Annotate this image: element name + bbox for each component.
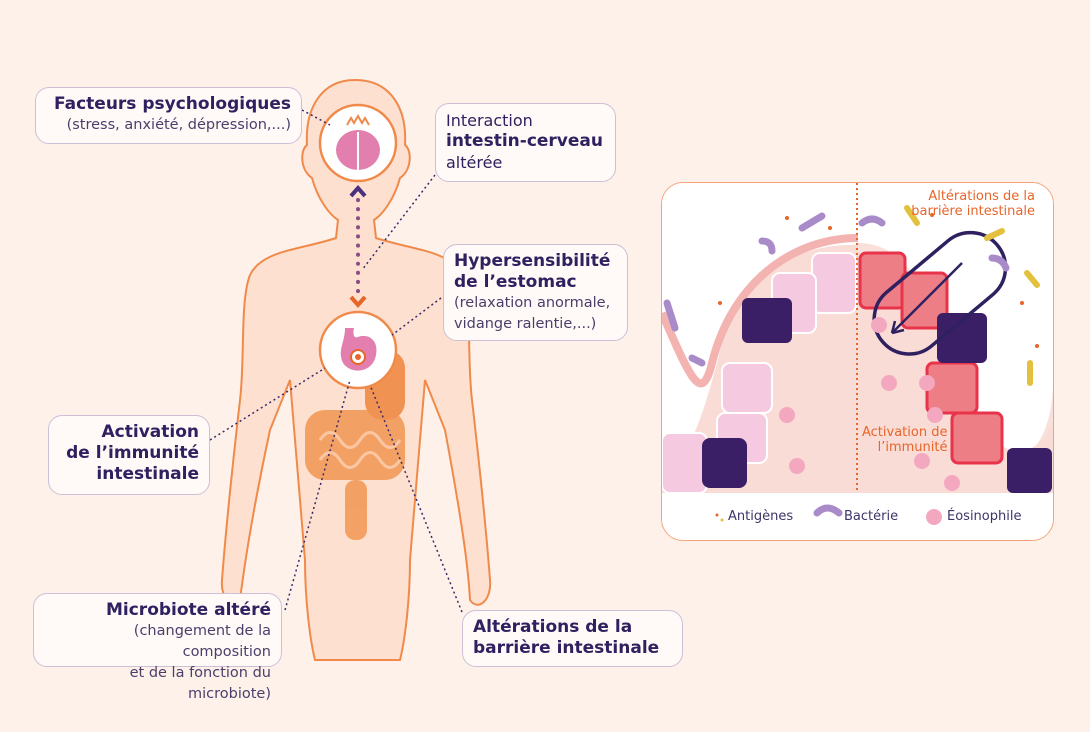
intestinal-barrier-panel: Altérations de la barrière intestinale A… xyxy=(661,182,1054,541)
barrier-line2: barrière intestinale xyxy=(473,638,660,658)
barrier-illustration xyxy=(662,183,1053,540)
panel-barrier-label1: Altérations de la xyxy=(928,189,1035,204)
stomach-line2: de l’estomac xyxy=(454,272,577,292)
interaction-line1: Interaction xyxy=(446,111,533,130)
eosinophils xyxy=(779,317,960,491)
immunity-line3: intestinale xyxy=(96,464,199,484)
label-stomach-hypersensitivity: Hypersensibilité de l’estomac (relaxatio… xyxy=(443,244,628,341)
psych-title: Facteurs psychologiques xyxy=(54,94,291,114)
stomach-detail1: (relaxation anormale, xyxy=(454,295,611,311)
psych-detail: (stress, anxiété, dépression,...) xyxy=(66,117,291,133)
stomach-detail2: vidange ralentie,...) xyxy=(454,316,597,332)
microbiota-title: Microbiote altéré xyxy=(105,600,271,620)
label-intestinal-immunity: Activation de l’immunité intestinale xyxy=(48,415,210,495)
interaction-line3: altérée xyxy=(446,153,503,172)
legend-antigens: Antigènes xyxy=(728,509,794,524)
stomach-line1: Hypersensibilité xyxy=(454,251,611,271)
legend-bacteria: Bactérie xyxy=(844,509,899,524)
immunity-line2: de l’immunité xyxy=(66,443,199,463)
barrier-line1: Altérations de la xyxy=(473,617,633,637)
label-barrier-alterations: Altérations de la barrière intestinale xyxy=(462,610,683,667)
panel-barrier-label: Altérations de la barrière intestinale xyxy=(911,189,1035,219)
panel-immunity-label2: l’immunité xyxy=(877,440,948,455)
immunity-line1: Activation xyxy=(101,422,199,442)
healthy-cells xyxy=(662,252,857,494)
legend-eosinophil: Éosinophile xyxy=(947,509,1022,524)
barrier-breach-highlight xyxy=(872,230,1008,356)
label-gut-brain-interaction: Interaction intestin-cerveau altérée xyxy=(435,103,616,182)
microbiota-detail2: et de la fonction du microbiote) xyxy=(129,665,271,702)
label-altered-microbiota: Microbiote altéré (changement de la comp… xyxy=(33,593,282,702)
gut-brain-arrow xyxy=(349,184,367,198)
panel-immunity-label1: Activation de xyxy=(862,425,948,440)
antigens xyxy=(718,213,1039,348)
microbiota-detail1: (changement de la composition xyxy=(133,623,271,660)
interaction-line2: intestin-cerveau xyxy=(446,131,603,151)
yellow-bacteria xyxy=(904,205,1040,386)
panel-immunity-label: Activation de l’immunité xyxy=(862,425,947,455)
bacteria xyxy=(663,212,1010,367)
panel-barrier-label2: barrière intestinale xyxy=(911,204,1035,219)
eosinophil-legend-icon xyxy=(926,509,942,525)
label-psychological-factors: Facteurs psychologiques (stress, anxiété… xyxy=(35,87,302,144)
bacteria-legend-icon xyxy=(813,504,843,517)
